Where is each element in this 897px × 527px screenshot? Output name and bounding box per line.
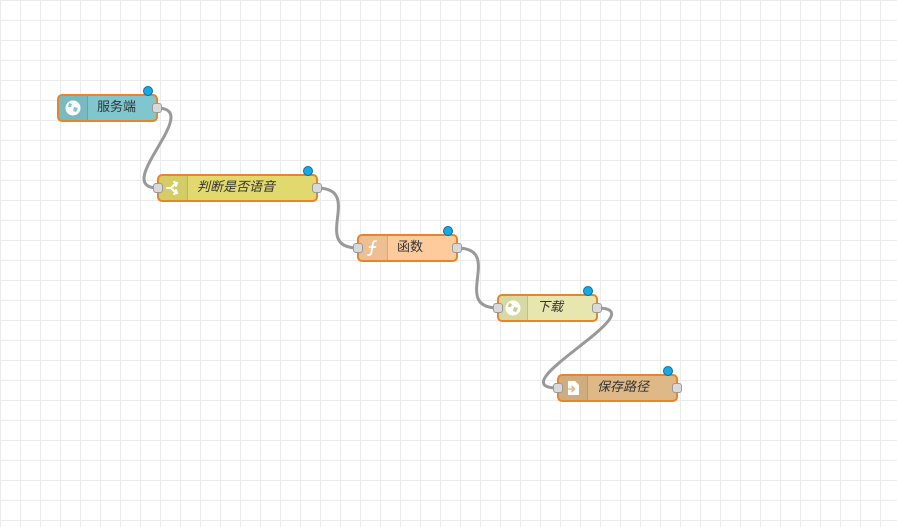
output-port[interactable] <box>592 303 602 313</box>
output-port[interactable] <box>452 243 462 253</box>
switch-icon <box>159 176 188 200</box>
node-switch[interactable]: 判断是否语音 <box>157 174 318 202</box>
file-icon <box>559 376 588 400</box>
globe-icon <box>499 296 528 320</box>
input-port[interactable] <box>493 303 503 313</box>
wire-2[interactable] <box>316 186 359 250</box>
node-save-path[interactable]: 保存路径 <box>557 374 678 402</box>
wire-3[interactable] <box>456 246 499 310</box>
status-dot <box>143 86 153 96</box>
node-label: 判断是否语音 <box>197 180 276 195</box>
input-port[interactable] <box>153 183 163 193</box>
node-download[interactable]: 下载 <box>497 294 598 322</box>
status-dot <box>443 226 453 236</box>
node-label: 服务端 <box>97 100 137 115</box>
node-label: 保存路径 <box>597 380 650 395</box>
input-port[interactable] <box>353 243 363 253</box>
node-function[interactable]: 函数 <box>357 234 458 262</box>
node-label: 下载 <box>537 300 564 315</box>
node-server[interactable]: 服务端 <box>57 94 158 122</box>
status-dot <box>663 366 673 376</box>
node-label: 函数 <box>397 240 424 255</box>
output-port[interactable] <box>152 103 162 113</box>
input-port[interactable] <box>553 383 563 393</box>
status-dot <box>303 166 313 176</box>
globe-icon <box>59 96 88 120</box>
status-dot <box>583 286 593 296</box>
output-port[interactable] <box>672 383 682 393</box>
output-port[interactable] <box>312 183 322 193</box>
function-icon <box>359 236 388 260</box>
